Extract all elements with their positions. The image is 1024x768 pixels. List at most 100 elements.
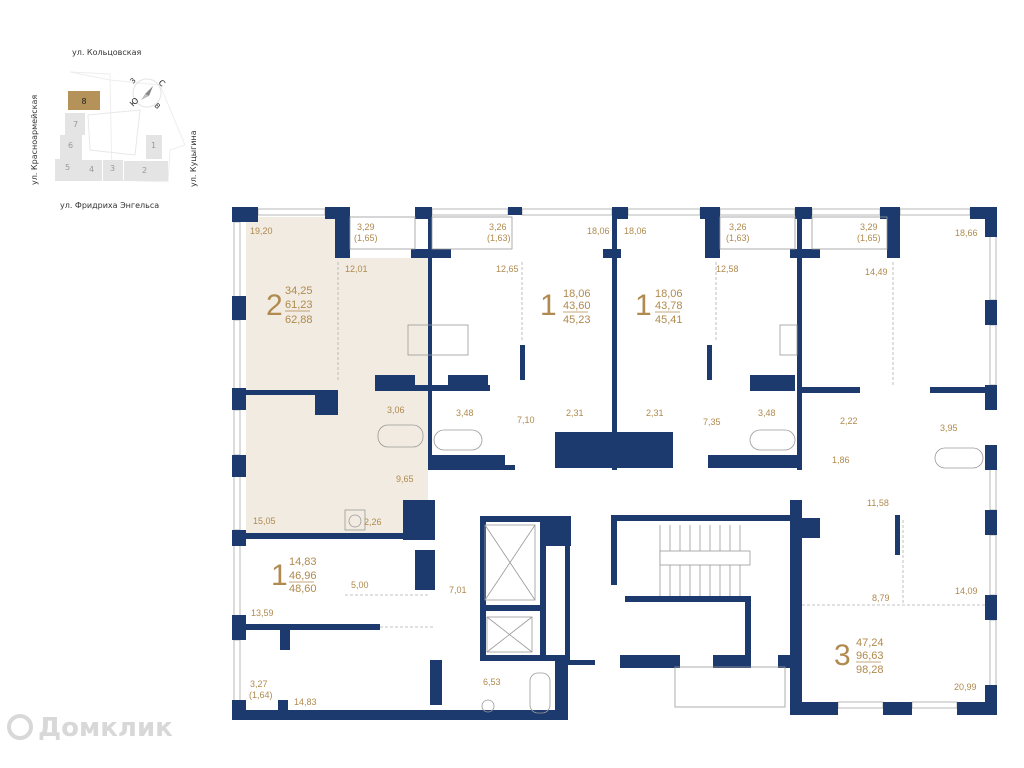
total-area: 61,23 (285, 299, 313, 311)
room-area: 14,83 (294, 697, 317, 707)
apartment-summary-2[interactable]: 2 34,25 61,23 62,88 (266, 285, 313, 326)
apartment-summary-3[interactable]: 3 47,24 96,63 98,28 (834, 637, 884, 676)
room-area: 15,05 (253, 516, 276, 526)
street-east: ул. Куцыгина (189, 130, 198, 187)
room-area: 5,00 (351, 580, 369, 590)
street-north: ул. Кольцовская (72, 48, 142, 57)
section-label-6: 6 (68, 141, 73, 150)
apartment-summary-1b[interactable]: 1 18,06 43,78 45,41 (635, 288, 683, 326)
balcony-area-reduced: (1,65) (857, 233, 881, 243)
living-area: 47,24 (856, 637, 884, 649)
room-area: 1,86 (832, 455, 850, 465)
room-area: 2,31 (646, 408, 664, 418)
section-8[interactable] (68, 91, 100, 110)
total-area-balcony: 62,88 (285, 314, 313, 326)
room-area: 3,48 (456, 408, 474, 418)
section-label-8: 8 (81, 97, 86, 106)
room-area: 7,10 (517, 415, 535, 425)
room-area: 19,20 (250, 226, 273, 236)
balcony-area: 3,29 (860, 222, 878, 232)
balcony-area-reduced: (1,63) (487, 233, 511, 243)
site-outline (69, 71, 186, 183)
section-7[interactable] (65, 113, 85, 135)
section-label-5: 5 (65, 163, 70, 172)
room-area: 18,06 (587, 226, 610, 236)
room-count: 3 (834, 639, 851, 672)
total-area-balcony: 45,41 (655, 314, 683, 326)
balcony-area: 3,26 (489, 222, 507, 232)
apartment-summary-1c[interactable]: 1 14,83 46,96 48,60 (271, 556, 317, 595)
balcony-area: 3,29 (357, 222, 375, 232)
compass-icon: С В Ю З (128, 76, 167, 111)
room-area: 2,26 (364, 517, 382, 527)
compass-north: С (157, 78, 168, 89)
apartment-summary-1a[interactable]: 1 18,06 43,60 45,23 (540, 288, 591, 326)
section-label-4: 4 (89, 165, 94, 174)
total-area: 46,96 (289, 570, 317, 582)
domclick-watermark: Домклик (7, 713, 173, 743)
total-area-balcony: 45,23 (563, 314, 591, 326)
room-area: 18,66 (955, 228, 978, 238)
living-area: 34,25 (285, 285, 313, 297)
section-4[interactable] (82, 160, 102, 181)
room-area: 2,22 (840, 416, 858, 426)
room-area: 6,53 (483, 677, 501, 687)
room-count: 1 (271, 559, 288, 592)
balcony-area: 3,27 (250, 679, 268, 689)
room-area: 2,31 (566, 408, 584, 418)
walls (232, 207, 997, 720)
watermark-text: Домклик (38, 713, 173, 743)
balcony-area-reduced: (1,64) (249, 690, 273, 700)
room-area: 11,58 (867, 498, 889, 508)
room-labels: 19,20 3,29 (1,65) 12,01 3,06 9,65 15,05 … (249, 222, 978, 707)
room-area: 20,99 (954, 682, 977, 692)
section-3[interactable] (103, 160, 123, 181)
compass-south: Ю (128, 96, 141, 109)
stairs[interactable] (659, 525, 751, 596)
total-area: 96,63 (856, 650, 884, 662)
balcony-area-reduced: (1,63) (726, 233, 750, 243)
section-6[interactable] (60, 135, 82, 159)
room-area: 7,01 (449, 585, 467, 595)
room-area: 12,65 (496, 264, 519, 274)
room-area: 9,65 (396, 474, 414, 484)
section-1[interactable] (146, 135, 162, 159)
highlighted-apartment-area[interactable] (246, 217, 428, 535)
balcony-area: 3,26 (729, 222, 747, 232)
room-area: 13,59 (251, 608, 274, 618)
section-2[interactable] (124, 161, 168, 181)
living-area: 18,06 (563, 288, 591, 300)
total-area-balcony: 98,28 (856, 664, 884, 676)
compass-east: В (153, 102, 162, 111)
living-area: 18,06 (655, 288, 683, 300)
compass-west: З (129, 76, 138, 85)
site-plan: ул. Кольцовская ул. Красноармейская ул. … (30, 48, 198, 210)
balcony-area-reduced: (1,65) (354, 233, 378, 243)
section-label-3: 3 (110, 164, 115, 173)
total-area: 43,78 (655, 300, 683, 312)
courtyard (87, 109, 141, 156)
room-count: 2 (266, 289, 283, 322)
room-area: 3,48 (758, 408, 776, 418)
room-area: 18,06 (624, 226, 647, 236)
room-area: 3,95 (940, 423, 958, 433)
room-count: 1 (540, 289, 557, 322)
room-area: 14,09 (955, 586, 978, 596)
room-area: 14,49 (865, 267, 888, 277)
total-area-balcony: 48,60 (289, 583, 317, 595)
living-area: 14,83 (289, 556, 317, 568)
section-5[interactable] (55, 159, 82, 181)
section-label-1: 1 (151, 141, 156, 150)
room-area: 7,35 (703, 417, 721, 427)
section-label-7: 7 (73, 120, 78, 129)
street-west: ул. Красноармейская (30, 95, 39, 185)
room-area: 3,06 (387, 405, 405, 415)
room-area: 12,01 (345, 264, 368, 274)
room-area: 12,58 (716, 264, 739, 274)
total-area: 43,60 (563, 300, 591, 312)
fixtures (337, 216, 985, 714)
room-count: 1 (635, 289, 652, 322)
section-label-2: 2 (142, 166, 147, 175)
street-south: ул. Фридриха Энгельса (60, 201, 159, 210)
